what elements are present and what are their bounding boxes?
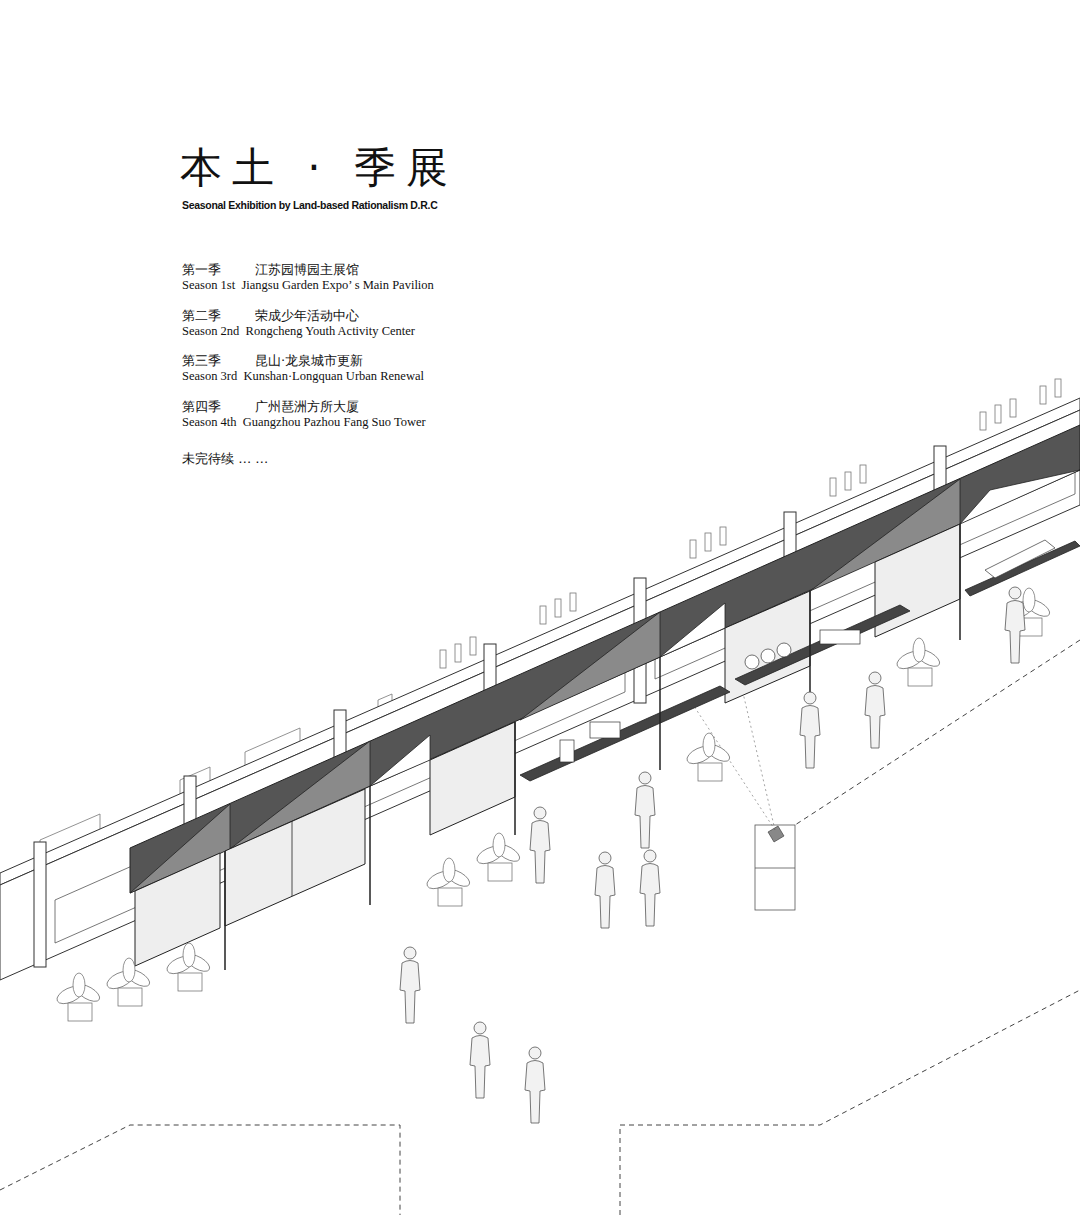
- season-english: Season 1st Jiangsu Garden Expo’ s Main P…: [182, 278, 434, 293]
- project-name: 荣成少年活动中心: [255, 307, 359, 325]
- season-english: Season 3rd Kunshan·Longquan Urban Renewa…: [182, 369, 424, 384]
- season-number: 第四季: [182, 398, 221, 416]
- project-name: 广州琶洲方所大厦: [255, 398, 359, 416]
- project-name: 江苏园博园主展馆: [255, 261, 359, 279]
- project-name: 昆山·龙泉城市更新: [255, 352, 363, 370]
- season-number: 第二季: [182, 307, 221, 325]
- season-english: Season 2nd Rongcheng Youth Activity Cent…: [182, 324, 415, 339]
- season-number: 第一季: [182, 261, 221, 279]
- to-be-continued: 未完待续 … …: [182, 450, 268, 468]
- subtitle: Seasonal Exhibition by Land-based Ration…: [182, 199, 437, 211]
- season-english: Season 4th Guangzhou Pazhou Fang Suo Tow…: [182, 415, 426, 430]
- poster-title: 本土 · 季展: [180, 145, 458, 191]
- season-number: 第三季: [182, 352, 221, 370]
